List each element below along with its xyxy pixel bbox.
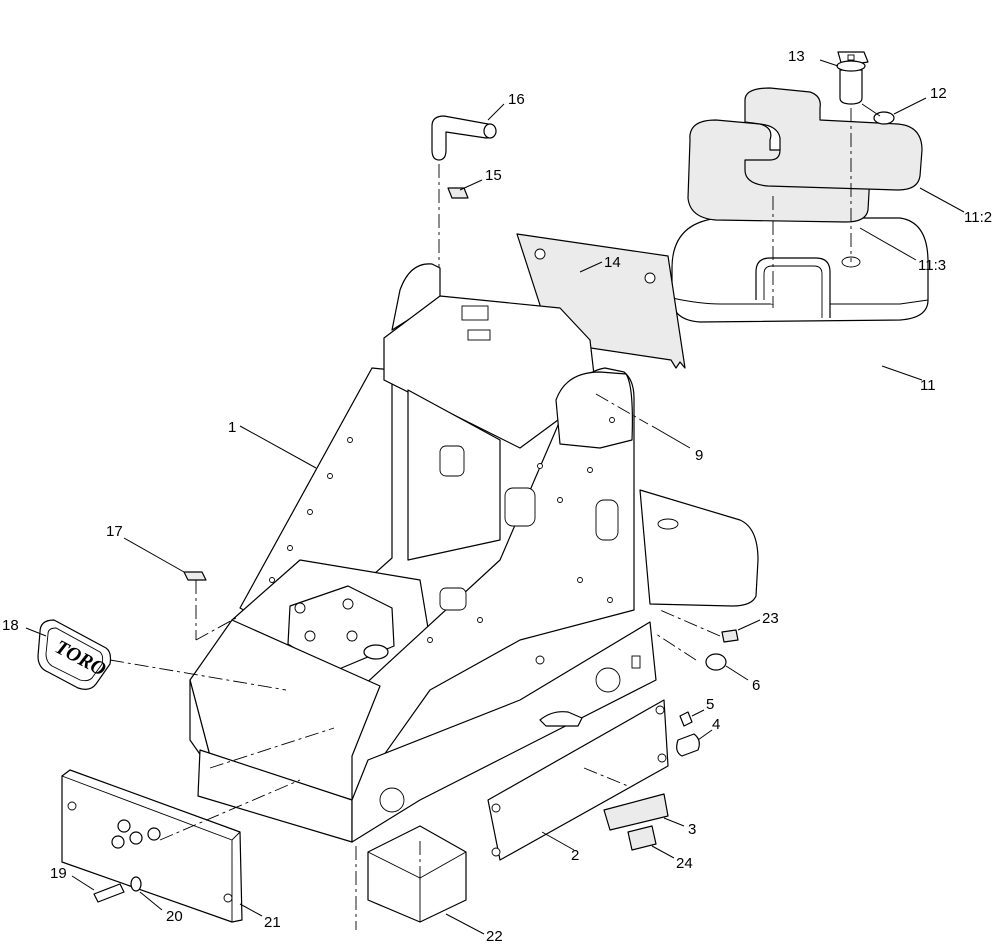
centerlines: [109, 393, 721, 930]
callout-21: 21: [264, 914, 281, 931]
frame-holes: [269, 417, 615, 665]
hitch-pin: [839, 69, 863, 105]
washer-20: [130, 876, 142, 892]
callout-labels: 1 2 3 4 5 6 9 11 11:2 11:3 12 13 14 15 1…: [2, 48, 992, 945]
box-22: [367, 825, 467, 923]
frame-lower-right: [351, 621, 657, 843]
callout-20: 20: [166, 908, 183, 925]
callout-18: 18: [2, 617, 19, 634]
decal-3: [603, 793, 669, 831]
decal-15: [447, 187, 469, 199]
callout-15: 15: [485, 167, 502, 184]
decal-24: [627, 825, 657, 851]
callout-22: 22: [486, 928, 503, 945]
frame-top-plate: [383, 295, 597, 449]
bolt-5: [679, 711, 693, 727]
leader-lines: [25, 59, 965, 935]
callout-11-2: 11:2: [964, 209, 992, 226]
callout-5: 5: [706, 696, 714, 713]
bolt-19: [93, 883, 125, 903]
handle-group: [431, 115, 497, 300]
callout-14: 14: [604, 254, 621, 271]
callout-9: 9: [695, 447, 703, 464]
callout-3: 3: [688, 821, 696, 838]
callout-4: 4: [712, 716, 720, 733]
weight-plate-upper: [744, 87, 923, 191]
decal-17: [183, 571, 207, 581]
toro-emblem: TORO: [37, 619, 112, 690]
callout-6: 6: [752, 677, 760, 694]
callout-11: 11: [920, 377, 936, 394]
base-platform: [639, 489, 759, 607]
weight-handle: [755, 257, 831, 318]
cover-plate-2: [487, 699, 669, 861]
handle-bar: [431, 115, 497, 161]
callout-12: 12: [930, 85, 947, 102]
callout-2: 2: [571, 847, 579, 864]
callout-17: 17: [106, 523, 123, 540]
weight-bar-21: [61, 769, 243, 923]
cap-6: [705, 653, 727, 671]
callout-19: 19: [50, 865, 67, 882]
callout-24: 24: [676, 855, 693, 872]
callout-16: 16: [508, 91, 525, 108]
decal-23: [721, 629, 739, 643]
callout-23: 23: [762, 610, 779, 627]
callout-13: 13: [788, 48, 805, 65]
callout-1: 1: [228, 419, 236, 436]
bushing-4: [676, 733, 700, 757]
weight-assembly: [671, 51, 929, 323]
callout-11-3: 11:3: [918, 257, 946, 274]
main-frame: [189, 263, 759, 843]
